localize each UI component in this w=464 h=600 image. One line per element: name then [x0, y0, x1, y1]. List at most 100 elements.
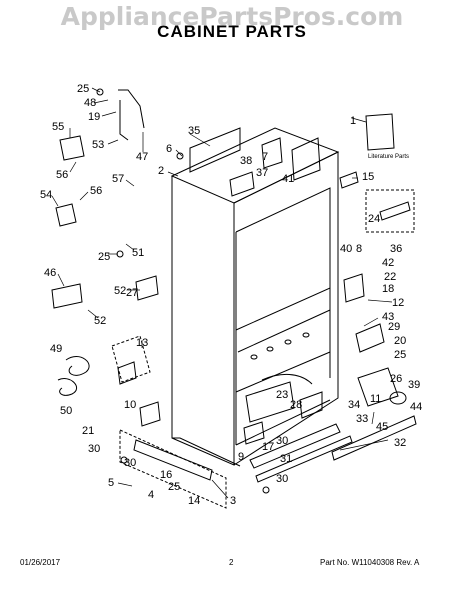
callout-45: 45: [376, 421, 388, 433]
control-7: [229, 171, 255, 197]
wire-harness: [65, 356, 90, 376]
rail-16: [133, 439, 213, 481]
hinge-41: [291, 137, 321, 181]
callout-36: 36: [390, 243, 402, 255]
callout-15: 15: [362, 171, 374, 183]
callout-38: 38: [240, 155, 252, 167]
callout-2: 2: [158, 165, 164, 177]
callout-56: 56: [56, 169, 68, 181]
part-23: [245, 381, 295, 423]
callout-22: 22: [384, 271, 396, 283]
callout-32: 32: [394, 437, 406, 449]
callout-41: 41: [282, 173, 294, 185]
callout-30: 30: [124, 457, 136, 469]
bracket-46: [51, 283, 83, 309]
callout-39: 39: [408, 379, 420, 391]
callout-10: 10: [124, 399, 136, 411]
callout-5: 5: [108, 477, 114, 489]
part-39: [389, 391, 407, 405]
motor-box: [111, 335, 151, 383]
callout-17: 17: [262, 441, 274, 453]
callout-29: 29: [388, 321, 400, 333]
callout-11: 11: [370, 393, 381, 405]
callout-51: 51: [132, 247, 144, 259]
callout-37: 37: [256, 167, 268, 179]
callout-44: 44: [410, 401, 422, 413]
callout-52: 52: [94, 315, 106, 327]
part-18: [343, 273, 365, 303]
part-10: [139, 401, 161, 427]
callout-7: 7: [262, 151, 268, 163]
callout-35: 35: [188, 125, 200, 137]
filter-54: [55, 203, 77, 227]
bracket-38: [261, 137, 283, 169]
callout-1: 1: [350, 115, 356, 127]
callout-27: 27: [126, 287, 138, 299]
callout-52: 52: [114, 285, 126, 297]
callout-18: 18: [382, 283, 394, 295]
hinge-kit-box: [365, 189, 415, 233]
callout-53: 53: [92, 139, 104, 151]
footer-page: 2: [229, 558, 234, 567]
callout-13: 13: [136, 337, 148, 349]
part-26: [357, 367, 399, 407]
divider-holes: [250, 332, 310, 360]
screw-6: [176, 152, 184, 160]
callout-31: 31: [280, 453, 292, 465]
callout-56: 56: [90, 185, 102, 197]
cabinet-body: [170, 127, 340, 467]
callout-28: 28: [290, 399, 302, 411]
callout-12: 12: [392, 297, 404, 309]
footer-date: 01/26/2017: [20, 558, 61, 567]
callout-14: 14: [188, 495, 200, 507]
callout-47: 47: [136, 151, 148, 163]
callout-30: 30: [276, 473, 288, 485]
page-title: CABINET PARTS: [157, 22, 307, 41]
callout-6: 6: [166, 143, 172, 155]
part-43: [355, 323, 385, 353]
callout-4: 4: [148, 489, 154, 501]
leader-lines: [51, 87, 393, 499]
callout-48: 48: [84, 97, 96, 109]
callout-54: 54: [40, 189, 52, 201]
hinge-pin: [379, 201, 411, 221]
bracket-27: [135, 275, 159, 301]
literature-label: Literature Parts: [368, 154, 409, 160]
callout-26: 26: [390, 373, 402, 385]
callout-16: 16: [160, 469, 172, 481]
callout-30: 30: [276, 435, 288, 447]
watermark: AppliancePartsPros.com: [60, 2, 404, 31]
callout-49: 49: [50, 343, 62, 355]
callout-9: 9: [238, 451, 244, 463]
callout-25: 25: [394, 349, 406, 361]
callout-40: 40: [340, 243, 352, 255]
callout-42: 42: [382, 257, 394, 269]
part-17: [243, 421, 265, 445]
callout-43: 43: [382, 311, 394, 323]
callout-33: 33: [356, 413, 368, 425]
footer-part-no: Part No. W11040308 Rev. A: [320, 558, 420, 567]
callout-19: 19: [88, 111, 100, 123]
callout-21: 21: [82, 425, 94, 437]
screw-30: [120, 456, 128, 464]
base-box: [119, 429, 227, 509]
callout-57: 57: [112, 173, 124, 185]
callout-25: 25: [168, 481, 180, 493]
callout-3: 3: [230, 495, 236, 507]
callout-46: 46: [44, 267, 56, 279]
part-15: [339, 171, 359, 189]
kickplate: [331, 415, 417, 461]
callout-25: 25: [98, 251, 110, 263]
screw-3: [262, 486, 270, 494]
callout-34: 34: [348, 399, 360, 411]
grille: [249, 423, 341, 469]
callout-50: 50: [60, 405, 72, 417]
valve-55: [59, 135, 85, 161]
tube-53: [118, 89, 145, 129]
callout-23: 23: [276, 389, 288, 401]
callout-30: 30: [88, 443, 100, 455]
screw-48: [96, 88, 104, 96]
rear-panel: [189, 127, 241, 173]
